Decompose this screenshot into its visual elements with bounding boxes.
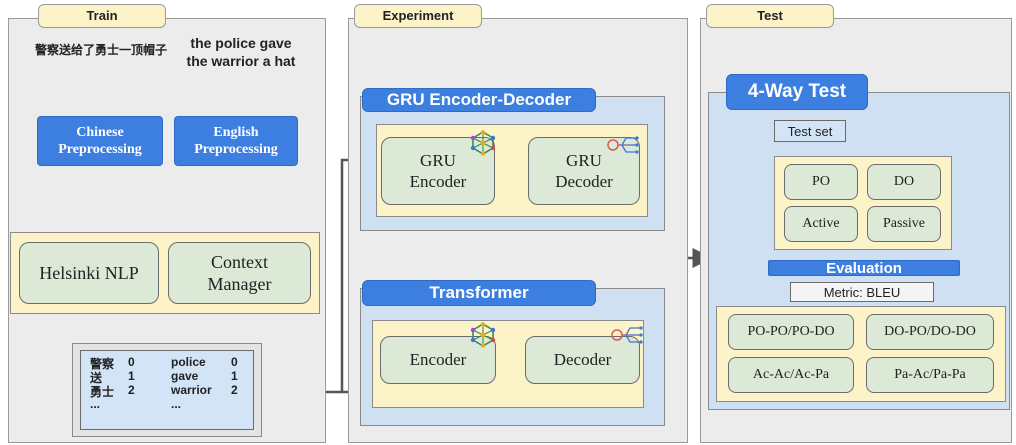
test-set-label: Test set	[774, 120, 846, 142]
train-tab: Train	[38, 4, 166, 28]
transformer-title: Transformer	[362, 280, 596, 306]
gru-decoder-line2: Decoder	[555, 172, 613, 191]
decoder-box: Decoder	[525, 336, 640, 384]
experiment-tab: Experiment	[354, 4, 482, 28]
do-box: DO	[867, 164, 941, 200]
circuit-icon	[611, 326, 643, 344]
metric-label: Metric: BLEU	[790, 282, 934, 302]
active-box: Active	[784, 206, 858, 242]
encoder-box: Encoder	[380, 336, 496, 384]
gru-encoder-line1: GRU	[420, 151, 456, 170]
passive-box: Passive	[867, 206, 941, 242]
circuit-icon	[607, 136, 639, 154]
english-preprocessing-line2: Preprocessing	[194, 142, 278, 157]
four-way-test-title: 4-Way Test	[726, 74, 868, 110]
network-icon	[470, 322, 496, 348]
gru-encoder-box: GRU Encoder	[381, 137, 495, 205]
context-manager-line1: Context	[211, 252, 268, 272]
chinese-preprocessing: Chinese Preprocessing	[37, 116, 163, 166]
helsinki-nlp-box: Helsinki NLP	[19, 242, 159, 304]
chinese-sentence: 警察送给了勇士一顶帽子	[34, 42, 167, 57]
gru-encoder-line2: Encoder	[409, 172, 467, 191]
result-do-po-do-do: DO-PO/DO-DO	[866, 314, 994, 350]
test-tab: Test	[706, 4, 834, 28]
gru-title: GRU Encoder-Decoder	[362, 88, 596, 112]
context-manager-box: Context Manager	[168, 242, 311, 304]
english-sentence-line1: the police gave	[190, 35, 292, 51]
chinese-preprocessing-line1: Chinese	[76, 125, 124, 140]
english-preprocessing-line1: English	[213, 125, 259, 140]
vocab-row: ...	[90, 397, 101, 411]
result-pa-ac-pa-pa: Pa-Ac/Pa-Pa	[866, 357, 994, 393]
gru-decoder-box: GRU Decoder	[528, 137, 640, 205]
vocab-row: ...	[171, 397, 182, 411]
english-preprocessing: English Preprocessing	[174, 116, 298, 166]
result-ac-ac-ac-pa: Ac-Ac/Ac-Pa	[728, 357, 854, 393]
po-box: PO	[784, 164, 858, 200]
context-manager-line2: Manager	[207, 274, 272, 294]
gru-decoder-line1: GRU	[566, 151, 602, 170]
result-po-po-po-do: PO-PO/PO-DO	[728, 314, 854, 350]
network-icon	[470, 130, 496, 156]
english-sentence: the police gave the warrior a hat	[174, 34, 308, 74]
english-sentence-line2: the warrior a hat	[186, 53, 296, 69]
chinese-preprocessing-line2: Preprocessing	[58, 142, 142, 157]
evaluation-bar: Evaluation	[768, 260, 960, 277]
